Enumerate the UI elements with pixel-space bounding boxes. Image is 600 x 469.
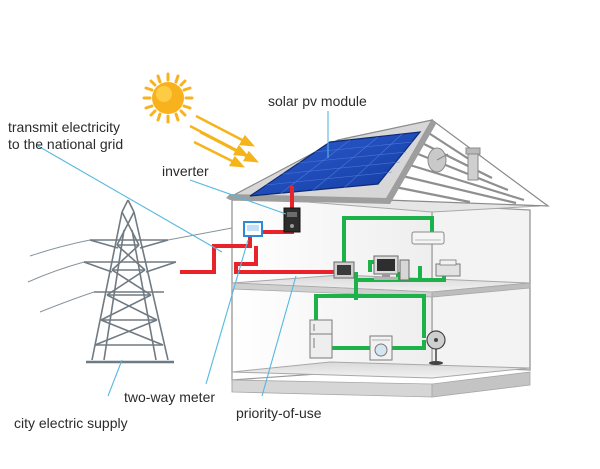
power-tower-icon [83, 199, 177, 364]
label-inverter: inverter [162, 163, 209, 179]
label-solar-pv-module: solar pv module [268, 93, 367, 109]
sun-icon [142, 72, 194, 124]
inverter-icon [283, 207, 301, 233]
computer-icon [373, 255, 410, 281]
satellite-dish-icon [427, 147, 449, 173]
washing-machine-icon [369, 335, 393, 361]
label-two-way-meter: two-way meter [124, 389, 215, 405]
house [231, 195, 541, 398]
fan-icon [426, 330, 446, 365]
meter-icon [243, 221, 263, 237]
fridge-icon [309, 319, 333, 359]
sun-ray-arrows [189, 114, 259, 168]
annotation-lines [37, 111, 329, 397]
label-transmit-line2: to the national grid [8, 136, 123, 152]
label-city-electric-supply: city electric supply [14, 415, 128, 431]
label-transmit-line1: transmit electricity [8, 119, 120, 135]
printer-icon [435, 259, 461, 277]
label-priority-of-use: priority-of-use [236, 405, 322, 421]
air-conditioner-icon [411, 231, 445, 245]
tv-icon [333, 261, 355, 279]
solar-panel-icon [249, 131, 422, 197]
